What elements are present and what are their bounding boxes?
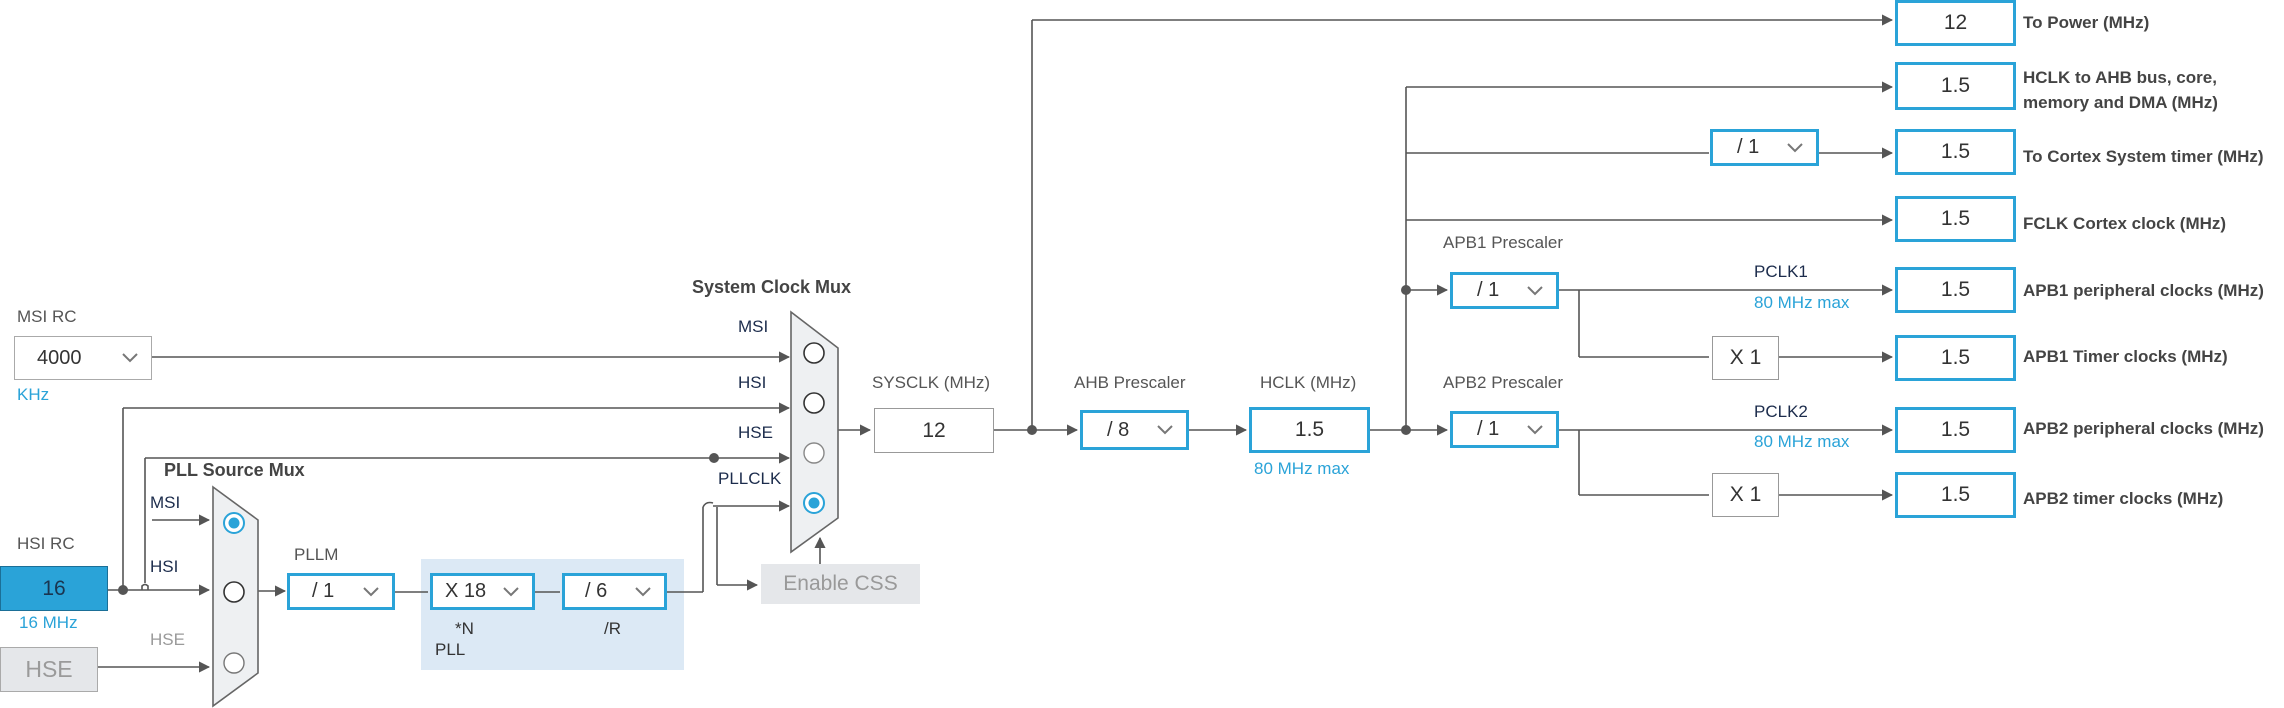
- pclk2-label: PCLK2: [1754, 402, 1808, 421]
- msi-rc-title: MSI RC: [17, 307, 77, 326]
- apb1-timer-multiplier: X 1: [1712, 336, 1779, 380]
- sys-mux-radio-pllclk[interactable]: [799, 488, 829, 518]
- output-hclk-ahb-label-line2: memory and DMA (MHz): [2023, 93, 2218, 112]
- apb2-timer-multiplier: X 1: [1712, 473, 1779, 517]
- sysclk-title: SYSCLK (MHz): [872, 373, 991, 392]
- apb2-prescaler-select[interactable]: / 1: [1450, 411, 1559, 448]
- output-hclk-ahb-value[interactable]: 1.5: [1895, 62, 2016, 110]
- cortex-timer-divider-select[interactable]: / 1: [1710, 129, 1819, 166]
- chevron-down-icon: [119, 347, 141, 369]
- sys-mux-input-msi: MSI: [738, 317, 769, 336]
- pll-source-mux-title: PLL Source Mux: [164, 460, 305, 480]
- sys-mux-radio-msi[interactable]: [799, 338, 829, 368]
- output-cortex-timer-value[interactable]: 1.5: [1895, 129, 2016, 175]
- apb1-prescaler-title: APB1 Prescaler: [1443, 233, 1563, 252]
- msi-rc-value: 4000: [37, 346, 82, 369]
- sys-mux-radio-hse[interactable]: [799, 438, 829, 468]
- ahb-prescaler-title: AHB Prescaler: [1074, 373, 1186, 392]
- chevron-down-icon: [1154, 419, 1176, 441]
- pll-mux-radio-msi[interactable]: [219, 508, 249, 538]
- pclk1-label: PCLK1: [1754, 262, 1808, 281]
- output-apb2-periph-value[interactable]: 1.5: [1895, 407, 2016, 453]
- msi-rc-unit: KHz: [17, 385, 50, 404]
- output-apb1-periph-value[interactable]: 1.5: [1895, 267, 2016, 313]
- hse-input-box[interactable]: HSE: [0, 647, 98, 692]
- pllr-select[interactable]: / 6: [562, 573, 667, 610]
- sys-mux-input-pllclk: PLLCLK: [718, 469, 782, 488]
- output-power-label: To Power (MHz): [2023, 13, 2150, 32]
- system-clock-mux-body: [790, 310, 839, 554]
- hsi-rc-value: 16: [0, 566, 108, 611]
- chevron-down-icon: [360, 581, 382, 603]
- output-apb1-timer-value[interactable]: 1.5: [1895, 335, 2016, 381]
- hclk-value-field[interactable]: 1.5: [1249, 407, 1370, 453]
- output-apb2-timer-label: APB2 timer clocks (MHz): [2023, 489, 2224, 508]
- apb2-prescaler-title: APB2 Prescaler: [1443, 373, 1563, 392]
- pllr-label: /R: [604, 619, 621, 638]
- pll-label: PLL: [435, 640, 466, 659]
- hclk-title: HCLK (MHz): [1260, 373, 1357, 392]
- apb1-prescaler-value: / 1: [1477, 279, 1500, 301]
- apb1-prescaler-select[interactable]: / 1: [1450, 272, 1559, 309]
- plln-select[interactable]: X 18: [430, 573, 535, 610]
- chevron-down-icon: [632, 581, 654, 603]
- pll-mux-input-hsi: HSI: [150, 557, 179, 576]
- plln-value: X 18: [445, 580, 487, 602]
- hclk-max: 80 MHz max: [1254, 459, 1350, 478]
- pll-mux-input-msi: MSI: [150, 493, 181, 512]
- pllm-select[interactable]: / 1: [287, 573, 395, 610]
- pclk1-max: 80 MHz max: [1754, 293, 1850, 312]
- ahb-prescaler-value: / 8: [1107, 418, 1130, 441]
- sys-mux-radio-hsi[interactable]: [799, 388, 829, 418]
- msi-rc-select[interactable]: 4000: [14, 336, 152, 380]
- sys-mux-input-hsi: HSI: [738, 373, 767, 392]
- output-fclk-label: FCLK Cortex clock (MHz): [2023, 214, 2227, 233]
- chevron-down-icon: [500, 581, 522, 603]
- chevron-down-icon: [1784, 137, 1806, 159]
- output-fclk-value[interactable]: 1.5: [1895, 196, 2016, 242]
- chevron-down-icon: [1524, 280, 1546, 302]
- output-cortex-timer-label: To Cortex System timer (MHz): [2023, 147, 2264, 166]
- pllm-value: / 1: [312, 580, 335, 602]
- pllm-title: PLLM: [294, 545, 339, 564]
- pclk2-max: 80 MHz max: [1754, 432, 1850, 451]
- output-hclk-ahb-label-line1: HCLK to AHB bus, core,: [2023, 68, 2217, 87]
- pll-mux-input-hse: HSE: [150, 630, 185, 649]
- system-clock-mux-title: System Clock Mux: [692, 277, 852, 297]
- output-apb1-periph-label: APB1 peripheral clocks (MHz): [2023, 281, 2264, 300]
- output-apb2-timer-value[interactable]: 1.5: [1895, 472, 2016, 518]
- sysclk-value[interactable]: 12: [874, 408, 994, 453]
- apb2-prescaler-value: / 1: [1477, 418, 1500, 440]
- chevron-down-icon: [1524, 419, 1546, 441]
- pll-mux-radio-hsi[interactable]: [219, 577, 249, 607]
- hsi-rc-frequency: 16 MHz: [19, 613, 78, 632]
- pllr-value: / 6: [585, 580, 608, 602]
- output-apb2-periph-label: APB2 peripheral clocks (MHz): [2023, 419, 2264, 438]
- output-apb1-timer-label: APB1 Timer clocks (MHz): [2023, 347, 2228, 366]
- hsi-rc-title: HSI RC: [17, 534, 75, 553]
- ahb-prescaler-select[interactable]: / 8: [1080, 410, 1189, 450]
- cortex-timer-divider-value: / 1: [1737, 136, 1760, 158]
- output-power-value[interactable]: 12: [1895, 0, 2016, 46]
- pll-mux-radio-hse[interactable]: [219, 648, 249, 678]
- enable-css-button[interactable]: Enable CSS: [761, 564, 920, 604]
- plln-label: *N: [455, 619, 474, 638]
- sys-mux-input-hse: HSE: [738, 423, 773, 442]
